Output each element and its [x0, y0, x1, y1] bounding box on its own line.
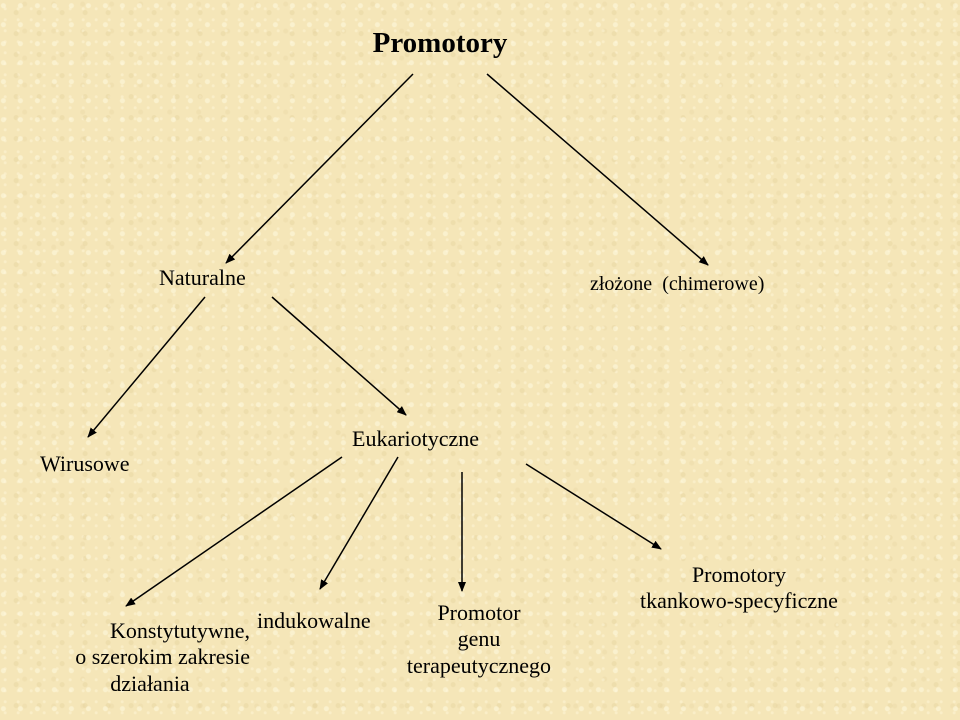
arrow-naturalne-to-wirusowe — [87, 296, 206, 438]
arrow-promotory-to-zlozone — [486, 73, 709, 266]
node-konstytutywne-line-3: działania — [110, 670, 190, 696]
node-konstytutywne: Konstytutywne, o szerokim zakresie dział… — [20, 618, 250, 697]
arrow-naturalne-to-eukariotyczne — [271, 296, 407, 416]
node-tkankowo-line-1: Promotory — [691, 562, 787, 587]
node-eukariotyczne: Eukariotyczne — [352, 426, 480, 451]
node-tkankowo-specyficzne: Promotory tkankowo-specyficzne — [605, 562, 873, 615]
arrow-promotory-to-naturalne — [225, 73, 414, 264]
node-tkankowo-line-2: tkankowo-specyficzne — [640, 588, 838, 614]
node-zlozone-chimerowe: złożone (chimerowe) — [590, 273, 765, 295]
arrow-eukariotyczne-to-indukowalne — [319, 456, 399, 590]
node-konstytutywne-line-2: o szerokim zakresie — [75, 644, 250, 670]
node-konstytutywne-line-1: Konstytutywne, — [110, 618, 250, 643]
arrow-eukariotyczne-to-konstytutywne — [125, 456, 343, 607]
node-indukowalne: indukowalne — [257, 608, 371, 633]
arrow-eukariotyczne-to-tkankowo — [525, 463, 662, 550]
node-promotor-line-3: terapeutycznego — [406, 652, 552, 678]
node-naturalne: Naturalne — [159, 265, 246, 290]
node-promotor-line-1: Promotor — [437, 600, 521, 625]
diagram-title: Promotory — [372, 27, 508, 59]
node-promotor-genu-terapeutycznego: Promotor genu terapeutycznego — [388, 600, 570, 679]
node-promotor-line-2: genu — [457, 626, 501, 652]
node-wirusowe: Wirusowe — [40, 451, 130, 476]
